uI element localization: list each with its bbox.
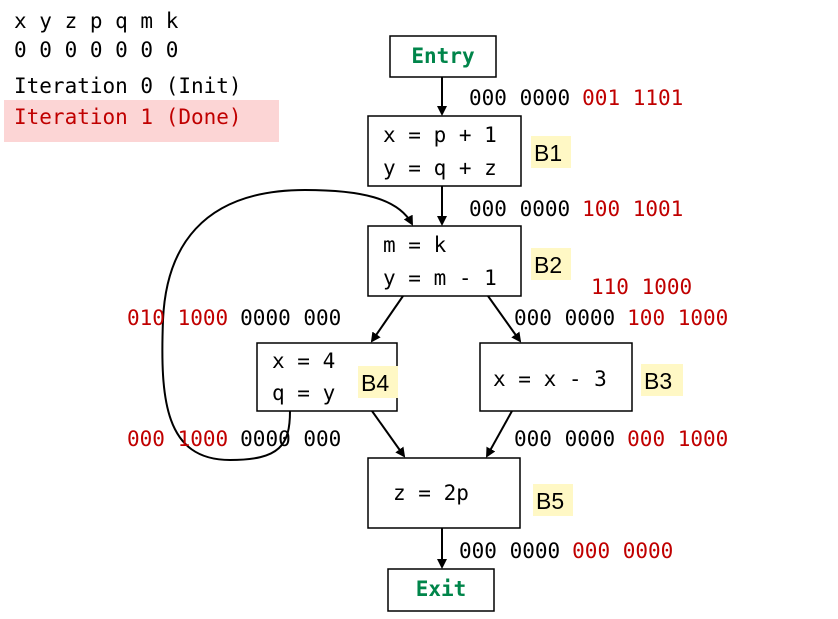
- label-b3-b5-black: 000 0000: [514, 427, 615, 451]
- label-b3-b5: 000 0000 000 1000: [514, 427, 728, 451]
- b1-tag-bg: [531, 136, 571, 168]
- label-b5-exit: 000 0000 000 0000: [459, 539, 673, 563]
- b3-tag: B3: [644, 368, 672, 394]
- label-b2-extra-red: 110 1000: [591, 275, 692, 299]
- label-b4-b5-black: 0000 000: [240, 427, 341, 451]
- label-b4-b5: 000 1000 0000 000: [127, 427, 341, 451]
- b3-tag-bg: [641, 364, 683, 396]
- label-b3-b5-red: 000 1000: [627, 427, 728, 451]
- label-entry-b1: 000 0000 001 1101: [469, 86, 683, 110]
- edge-b2-b4: [370, 295, 404, 343]
- b4-line1: x = 4: [272, 349, 335, 373]
- b1-line1: x = p + 1: [383, 123, 497, 147]
- label-b2-b4: 010 1000 0000 000: [127, 306, 341, 330]
- b4-tag: B4: [361, 370, 389, 396]
- b5-tag-bg: [533, 484, 573, 516]
- b1-tag: B1: [534, 140, 562, 166]
- block-b2: [367, 225, 522, 297]
- label-b2-b4-red: 010 1000: [127, 306, 228, 330]
- variables-header: x y z p q m k: [14, 9, 179, 33]
- b4-tag-bg: [358, 366, 398, 398]
- entry-label: Entry: [411, 44, 475, 68]
- label-entry-b1-red: 001 1101: [582, 86, 683, 110]
- b2-tag-bg: [531, 248, 571, 280]
- edge-b4-b2-backedge: [161, 188, 413, 462]
- block-b1: [367, 115, 522, 187]
- label-b5-exit-red: 000 0000: [572, 539, 673, 563]
- b4-line2: q = y: [272, 381, 335, 405]
- iteration-1-highlight: [4, 100, 279, 142]
- exit-node: [387, 568, 495, 612]
- initial-values: 0 0 0 0 0 0 0: [14, 38, 178, 62]
- edge-b4-b5: [371, 410, 406, 458]
- label-b1-b2-red: 100 1001: [582, 197, 683, 221]
- entry-node: [389, 35, 497, 78]
- exit-label: Exit: [416, 577, 467, 601]
- label-entry-b1-black: 000 0000: [469, 86, 570, 110]
- label-b2-b4-black: 0000 000: [240, 306, 341, 330]
- b5-line1: z = 2p: [393, 481, 469, 505]
- label-b1-b2: 000 0000 100 1001: [469, 197, 683, 221]
- b2-line1: m = k: [383, 233, 447, 257]
- b5-tag: B5: [536, 488, 564, 514]
- label-b1-b2-black: 000 0000: [469, 197, 570, 221]
- label-b2-b3-red: 100 1000: [627, 306, 728, 330]
- block-b3: [479, 342, 633, 412]
- label-b2-b3: 000 0000 100 1000: [514, 306, 728, 330]
- b2-line2: y = m - 1: [383, 266, 497, 290]
- edge-b2-b3: [487, 295, 522, 343]
- edge-b3-b5: [486, 410, 513, 458]
- iteration-0-label: Iteration 0 (Init): [14, 74, 242, 98]
- label-b4-b5-red: 000 1000: [127, 427, 228, 451]
- b1-line2: y = q + z: [383, 156, 497, 180]
- b2-tag: B2: [534, 252, 562, 278]
- label-b5-exit-black: 000 0000: [459, 539, 560, 563]
- b3-line1: x = x - 3: [493, 367, 607, 391]
- label-b2-b3-black: 000 0000: [514, 306, 615, 330]
- iteration-1-label: Iteration 1 (Done): [14, 105, 242, 129]
- block-b5: [367, 457, 521, 529]
